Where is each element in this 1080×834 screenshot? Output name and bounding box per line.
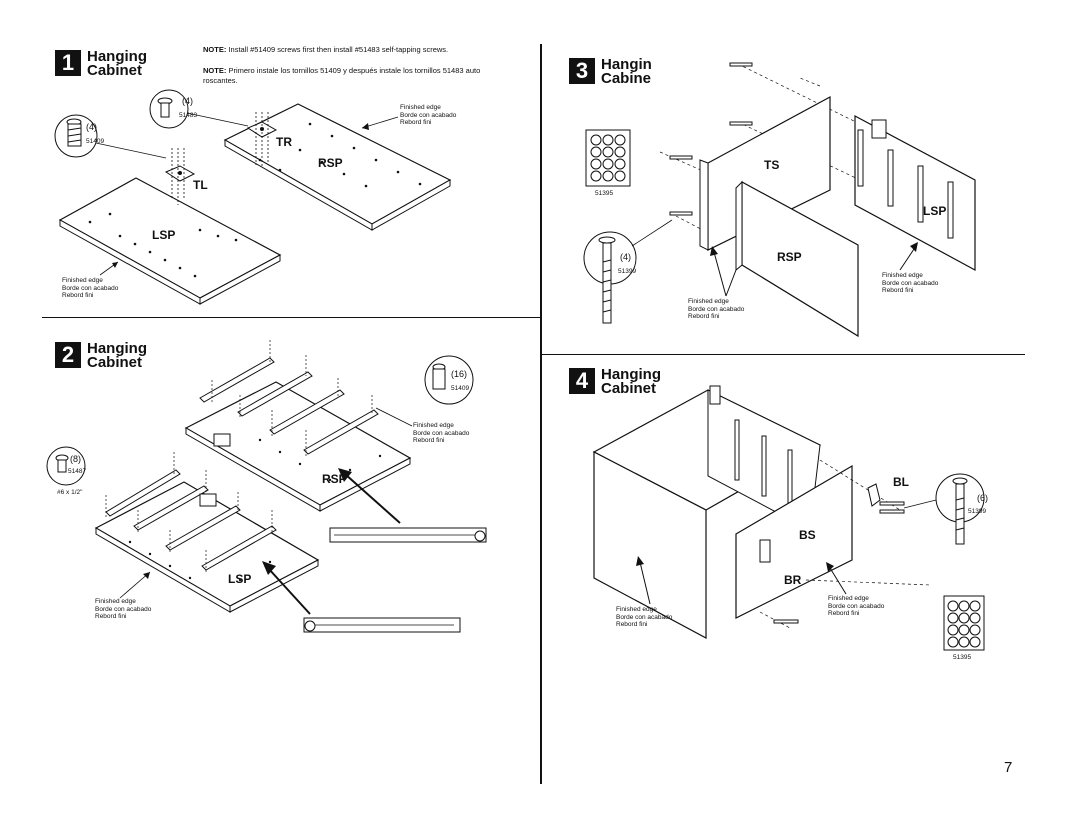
finished-edge-es: Borde con acabado (882, 279, 939, 287)
finished-edge-es: Borde con acabado (62, 284, 119, 292)
step-1-title-line2: Cabinet (87, 62, 143, 79)
finished-edge-en: Finished edge (95, 598, 136, 605)
finished-edge-fr: Rebord fini (616, 621, 648, 628)
s4-screw-qty: (6) (977, 493, 988, 503)
s3-label-rsp: RSP (777, 250, 802, 264)
step-2-illustration (46, 340, 487, 633)
s4-label-br: BR (784, 573, 802, 587)
s2-finished-edge-right: Finished edge Borde con acabado Rebord f… (413, 422, 469, 445)
s3-finished-edge-right: Finished edge Borde con acabado Rebord f… (882, 272, 938, 295)
finished-edge-en: Finished edge (413, 422, 454, 429)
s2-label-rsp: RSP (322, 472, 347, 486)
s2-screw-a-qty: (16) (451, 369, 468, 379)
finished-edge-en: Finished edge (400, 104, 441, 111)
vertical-divider (540, 44, 542, 784)
s4-caps-code: 51395 (953, 654, 972, 661)
step-2-number: 2 (55, 342, 81, 368)
s2-screw-b-code: 51487 (68, 468, 87, 475)
s3-screw-code: 51399 (618, 268, 637, 275)
finished-edge-es: Borde con acabado (828, 602, 885, 610)
s1-label-tr: TR (276, 135, 292, 149)
s2-label-lsp: LSP (228, 572, 252, 586)
step-3-number: 3 (569, 58, 595, 84)
s3-screw-qty: (4) (620, 252, 631, 262)
step-4-number: 4 (569, 368, 595, 394)
note-es-text: Primero instale los tornillos 51409 y de… (203, 66, 481, 85)
finished-edge-en: Finished edge (616, 606, 657, 613)
step-4-title-line1: Hanging (601, 366, 661, 383)
finished-edge-fr: Rebord fini (828, 610, 860, 617)
finished-edge-fr: Rebord fini (95, 613, 127, 620)
step-2-title-line1: Hanging (87, 340, 147, 357)
s4-label-bl: BL (893, 475, 909, 489)
s2-screw-b-size: #6 x 1/2" (57, 489, 83, 496)
finished-edge-es: Borde con acabado (400, 111, 457, 119)
note-es-label: NOTE: (203, 66, 227, 75)
s1-finished-edge-left: Finished edge Borde con acabado Rebord f… (62, 277, 118, 300)
note-en-text: Install #51409 screws first then install… (228, 45, 449, 54)
step-2-title-line2: Cabinet (87, 354, 143, 371)
step-1-note-es: NOTE: Primero instale los tornillos 5140… (203, 66, 503, 86)
s2-screw-b-qty: (8) (70, 454, 81, 464)
note-en-label: NOTE: (203, 45, 227, 54)
s4-finished-edge-left: Finished edge Borde con acabado Rebord f… (616, 606, 672, 629)
s4-screw-code: 51399 (968, 508, 987, 515)
finished-edge-fr: Rebord fini (413, 437, 445, 444)
step-1-number: 1 (55, 50, 81, 76)
s1-screw-b-qty: (4) (86, 122, 97, 132)
s2-finished-edge-left: Finished edge Borde con acabado Rebord f… (95, 598, 151, 621)
s3-finished-edge-left: Finished edge Borde con acabado Rebord f… (688, 298, 744, 321)
finished-edge-es: Borde con acabado (413, 429, 470, 437)
s1-label-rsp: RSP (318, 156, 343, 170)
s1-screw-b-code: 51409 (86, 138, 105, 145)
finished-edge-es: Borde con acabado (616, 613, 673, 621)
step-1-title-line1: Hanging (87, 48, 147, 65)
step-1-note-en: NOTE: Install #51409 screws first then i… (203, 45, 513, 55)
left-horizontal-divider (42, 317, 540, 318)
s4-finished-edge-right: Finished edge Borde con acabado Rebord f… (828, 595, 884, 618)
finished-edge-en: Finished edge (62, 277, 103, 284)
step-3-illustration (583, 62, 976, 338)
s2-screw-a-code: 51409 (451, 385, 470, 392)
step-1-illustration (54, 89, 452, 305)
s1-finished-edge-right: Finished edge Borde con acabado Rebord f… (400, 104, 456, 127)
right-horizontal-divider (542, 354, 1025, 355)
finished-edge-fr: Rebord fini (882, 287, 914, 294)
s3-label-ts: TS (764, 158, 780, 172)
finished-edge-es: Borde con acabado (95, 605, 152, 613)
step-3-title-line1: Hangin (601, 56, 652, 73)
s1-label-tl: TL (193, 178, 208, 192)
finished-edge-en: Finished edge (882, 272, 923, 279)
step-4-title-line2: Cabinet (601, 380, 657, 397)
finished-edge-es: Borde con acabado (688, 305, 745, 313)
s1-screw-a-code: 51483 (179, 112, 198, 119)
finished-edge-en: Finished edge (828, 595, 869, 602)
s4-label-bs: BS (799, 528, 816, 542)
s1-screw-a-qty: (4) (182, 96, 193, 106)
s3-label-lsp: LSP (923, 204, 947, 218)
finished-edge-en: Finished edge (688, 298, 729, 305)
finished-edge-fr: Rebord fini (400, 119, 432, 126)
step-3-title-line2: Cabine (601, 70, 652, 87)
s1-label-lsp: LSP (152, 228, 176, 242)
s3-caps-code: 51395 (595, 190, 614, 197)
finished-edge-fr: Rebord fini (62, 292, 94, 299)
page-number: 7 (1004, 759, 1013, 776)
finished-edge-fr: Rebord fini (688, 313, 720, 320)
